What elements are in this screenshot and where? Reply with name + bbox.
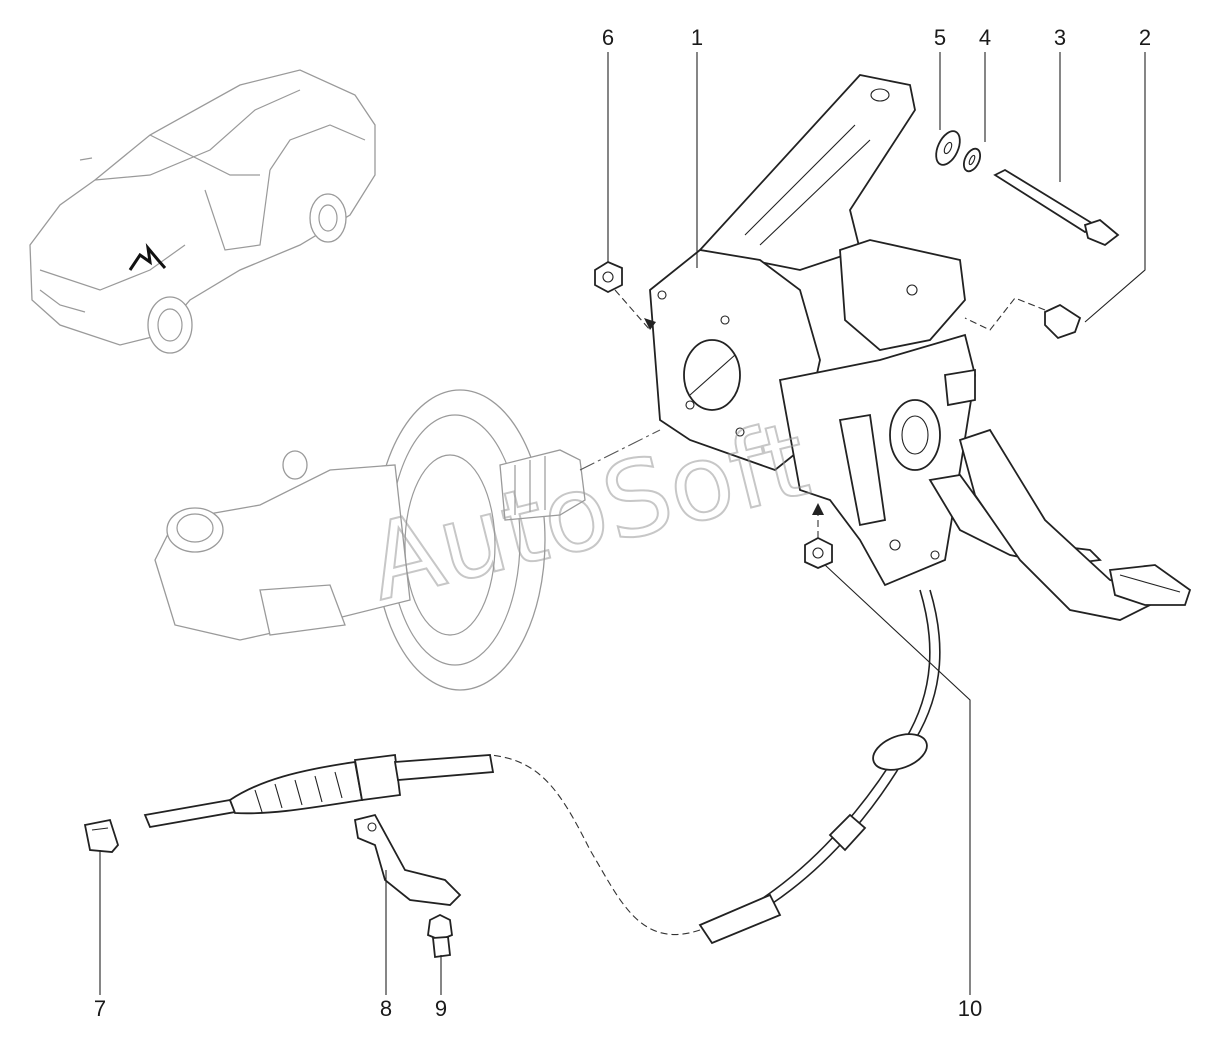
callout-2: 2 — [1139, 25, 1151, 50]
callout-8: 8 — [380, 996, 392, 1021]
pedal-assembly — [649, 74, 1192, 621]
bracket-8 — [353, 813, 462, 906]
washer-5 — [935, 130, 961, 166]
callout-labels: 6 1 5 4 3 2 7 8 9 10 — [94, 25, 1151, 1021]
nut-10 — [804, 503, 833, 569]
callout-5: 5 — [934, 25, 946, 50]
callout-6: 6 — [602, 25, 614, 50]
clutch-cable — [143, 589, 941, 945]
bolt-3 — [993, 168, 1120, 247]
callout-4: 4 — [979, 25, 991, 50]
nut-6 — [594, 260, 656, 331]
bolt-9 — [427, 913, 453, 959]
callout-7: 7 — [94, 996, 106, 1021]
callout-10: 10 — [958, 996, 982, 1021]
clip-7 — [83, 818, 120, 853]
callout-9: 9 — [435, 996, 447, 1021]
lock-washer-4 — [962, 147, 982, 173]
callout-1: 1 — [691, 25, 703, 50]
bolt-2 — [964, 297, 1082, 340]
callout-3: 3 — [1054, 25, 1066, 50]
leader-lines — [99, 52, 1146, 995]
brake-booster-ghost — [154, 389, 661, 691]
vehicle-locator — [29, 69, 376, 354]
